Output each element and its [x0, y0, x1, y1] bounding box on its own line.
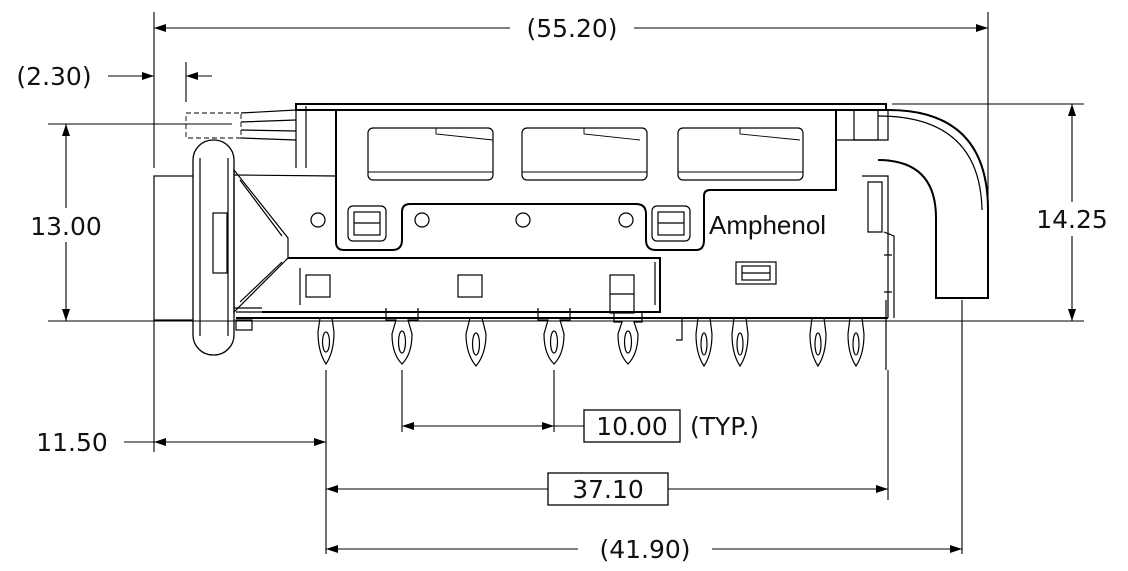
dim-pin-pitch: 10.00 (TYP.): [402, 409, 759, 443]
dim-front-offset: (2.30): [16, 62, 212, 91]
cage-opening-1: [367, 127, 494, 181]
pin: [465, 317, 487, 367]
window-1: [305, 274, 331, 298]
pin: [695, 317, 713, 368]
housing-body: [236, 257, 888, 319]
pin: [537, 308, 571, 365]
dim-pin-span: 37.10: [326, 472, 888, 506]
dim-front-to-first-pin: 11.50: [36, 428, 326, 457]
dim-label-pin-to-rear: (41.90): [599, 535, 690, 564]
dim-body-height: 13.00: [18, 124, 114, 321]
window-2: [457, 274, 483, 298]
front-latch: [192, 139, 235, 356]
dim-label-front-offset: (2.30): [16, 62, 91, 91]
compliant-pins: [317, 308, 865, 368]
dim-overall-length: (55.20): [154, 14, 988, 43]
rear-section: [676, 109, 895, 370]
dim-label-pin-span: 37.10: [572, 475, 644, 504]
front-taper: [233, 168, 337, 331]
dim-label-overall-height: 14.25: [1036, 205, 1108, 234]
cage-opening-3: [677, 127, 804, 181]
front-flange: [153, 175, 197, 321]
cage-opening-2: [521, 127, 648, 181]
dim-label-pin-pitch-note: (TYP.): [690, 412, 759, 441]
dim-label-body-height: 13.00: [30, 212, 102, 241]
dim-label-front-to-first-pin: 11.50: [36, 428, 108, 457]
amphenol-logo: Amphenol: [709, 210, 826, 240]
pin: [613, 312, 643, 365]
dim-label-pin-pitch: 10.00: [596, 412, 668, 441]
connector-outline: Amphenol: [153, 103, 989, 370]
front-nose: [185, 106, 307, 168]
pin: [385, 308, 419, 365]
dim-label-overall-length: (55.20): [526, 14, 617, 43]
extension-lines: [48, 12, 1084, 554]
pin: [731, 317, 749, 368]
latch-tabs: [347, 205, 691, 242]
dim-pin-to-rear: (41.90): [326, 535, 962, 564]
pin-pitch-box: [583, 409, 681, 443]
mounting-holes: [310, 212, 634, 228]
dim-overall-height: 14.25: [1030, 104, 1116, 321]
pin: [809, 317, 827, 368]
pin: [847, 317, 865, 368]
pin-span-box: [547, 472, 669, 506]
pin: [317, 317, 335, 366]
